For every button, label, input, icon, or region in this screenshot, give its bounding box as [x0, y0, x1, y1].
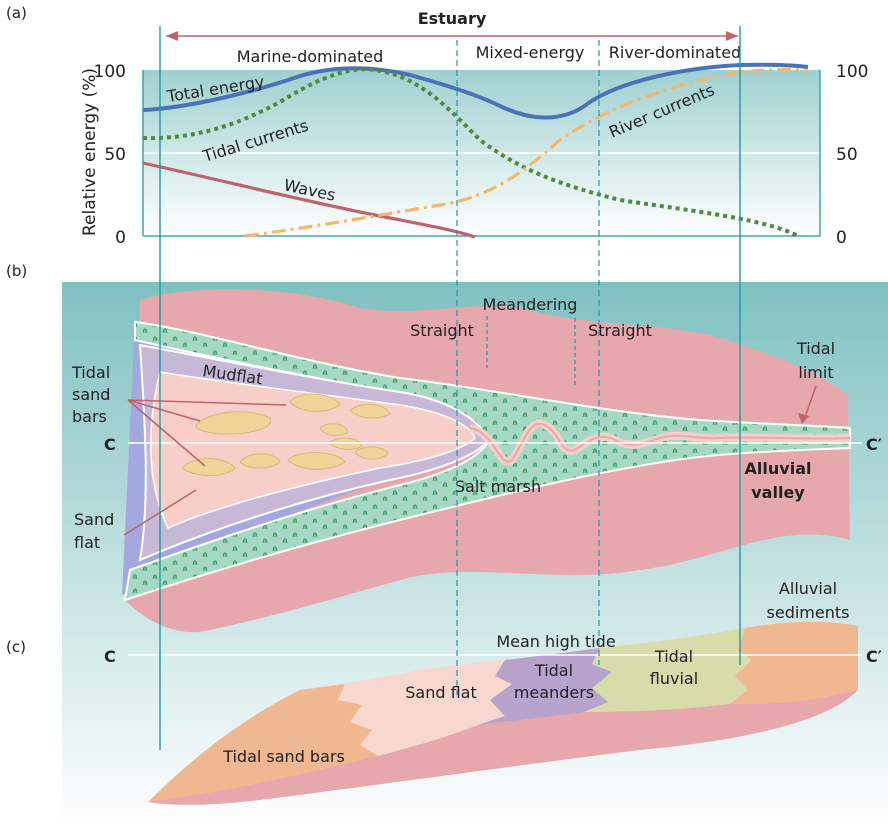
c-label-c-right: C′ — [866, 647, 882, 666]
y-tick-right-50: 50 — [836, 145, 858, 165]
tidal-sand-bars-facies-label: Tidal sand bars — [222, 747, 345, 766]
c-label-c-left: C — [104, 647, 116, 666]
mean-high-tide-label: Mean high tide — [496, 632, 615, 651]
sand-bar — [329, 437, 363, 450]
alluvial-sediments-label-line2: sediments — [767, 603, 850, 622]
panel-b-label: (b) — [6, 262, 27, 280]
alluvial-valley-label-line2: valley — [751, 483, 805, 502]
total-energy-curve — [142, 62, 809, 120]
tidal-limit-pointer — [803, 385, 817, 421]
sand-bar — [289, 393, 341, 412]
zone-mixed-energy: Mixed-energy — [476, 43, 585, 62]
c-label-b-left: C — [104, 435, 116, 454]
tidal-meanders-label-line1: Tidal — [534, 661, 573, 680]
tidal-sand-bars-label-line1: Tidal — [71, 363, 110, 382]
sand-bar — [181, 458, 236, 476]
sand-bar — [239, 453, 281, 469]
sand-bars-pointer — [127, 399, 201, 422]
sand-flat-facies-label: Sand flat — [405, 683, 477, 702]
river-currents-curve — [244, 68, 809, 238]
alluvial-sediments-label-line1: Alluvial — [779, 579, 837, 598]
panel-a-label: (a) — [6, 4, 27, 22]
y-tick-right-100: 100 — [836, 62, 868, 82]
tidal-meanders-label-line2: meanders — [514, 683, 594, 702]
estuary-arrow-right-head — [726, 31, 738, 41]
zone-river-dominated: River-dominated — [609, 43, 741, 62]
sand-bar — [287, 452, 346, 470]
sand-bar — [195, 411, 272, 435]
sand-bars-pointer — [127, 399, 206, 467]
y-tick-right-0: 0 — [836, 228, 847, 248]
estuary-arrow-left-head — [166, 31, 178, 41]
sand-flat-label-line1: Sand — [74, 510, 114, 529]
facies-alluvial-sediments — [730, 621, 858, 705]
estuary-label: Estuary — [418, 9, 487, 28]
sand-bars-pointer — [127, 399, 287, 406]
zone-marine-dominated: Marine-dominated — [237, 47, 384, 66]
y-tick-left-100: 100 — [94, 62, 126, 82]
sand-bar — [319, 423, 349, 436]
y-axis-label: Relative energy (%) — [80, 68, 100, 236]
waves-curve — [142, 161, 476, 239]
straight-right-label: Straight — [588, 321, 652, 340]
facies-tidal-fluvial — [584, 628, 752, 712]
meandering-label: Meandering — [483, 295, 578, 314]
tidal-sand-bars-label-line2: sand — [72, 385, 110, 404]
alluvial-valley-label-line1: Alluvial — [745, 459, 812, 478]
panel-c-label: (c) — [6, 638, 26, 656]
y-tick-left-50: 50 — [104, 145, 126, 165]
salt-marsh-label: Salt marsh — [455, 477, 541, 496]
sand-flat-label-line2: flat — [74, 533, 100, 552]
meandering-channel-outline — [469, 422, 851, 463]
sand-bar — [354, 446, 389, 460]
tidal-sand-bars-label-line3: bars — [72, 407, 107, 426]
facies-tidal-sand-bars — [148, 684, 378, 802]
tidal-limit-arrowhead — [798, 413, 809, 424]
c-label-b-right: C′ — [866, 435, 882, 454]
tidal-fluvial-label-line2: fluvial — [650, 669, 698, 688]
facies-sand-flat — [300, 660, 512, 756]
tidal-limit-label-line1: Tidal — [796, 339, 835, 358]
straight-left-label: Straight — [410, 321, 474, 340]
tidal-fluvial-label-line1: Tidal — [654, 647, 693, 666]
facies-tidal-meanders — [478, 648, 612, 725]
sand-bar — [349, 403, 391, 419]
y-tick-left-0: 0 — [115, 228, 126, 248]
tidal-limit-label-line2: limit — [798, 363, 833, 382]
tidal-currents-curve — [142, 67, 801, 239]
